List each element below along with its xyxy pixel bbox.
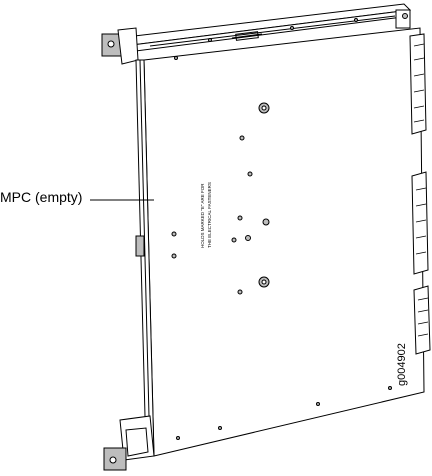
bottom-ejector-handle	[103, 415, 155, 471]
top-right-latch	[395, 9, 411, 29]
card-face	[135, 27, 425, 457]
panel-label-line-1: HOLDS MARKED "E" ARE FOR	[200, 183, 205, 248]
panel-label-line-2: THE ELECTRICAL FASTENERS	[207, 182, 212, 248]
figure-id: g004902	[396, 343, 408, 386]
right-connectors	[409, 33, 431, 355]
mounting-holes	[171, 18, 392, 440]
top-ejector-handle	[101, 27, 139, 65]
top-rail	[117, 3, 412, 53]
panel-label: HOLDS MARKED "E" ARE FOR THE ELECTRICAL …	[200, 182, 212, 248]
faceplate-latch	[135, 235, 145, 257]
callout-label: MPC (empty)	[0, 189, 83, 205]
